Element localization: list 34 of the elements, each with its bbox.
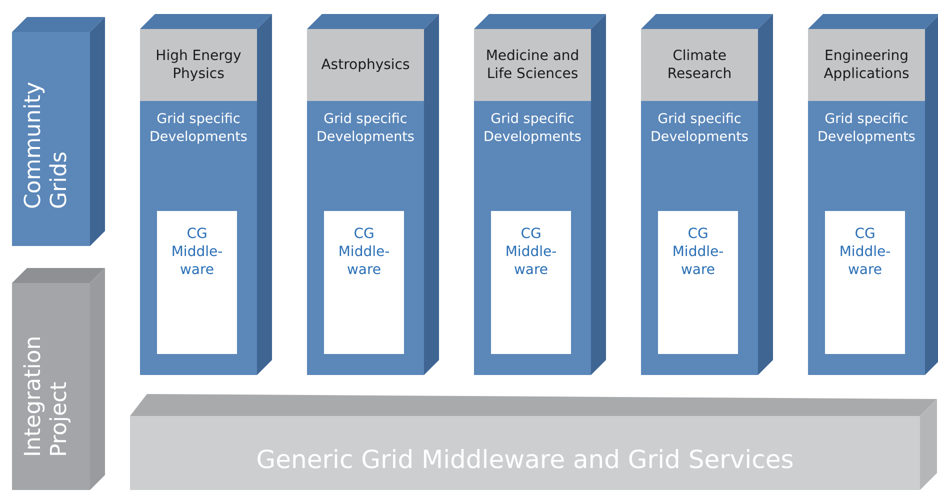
layer-title: Integration Project	[21, 334, 74, 456]
domain-title: Medicine and Life Sciences	[484, 46, 580, 84]
middleware-label: CG Middle-ware	[838, 225, 892, 280]
layer-block	[12, 32, 90, 246]
middleware-label: CG Middle-ware	[337, 225, 391, 280]
domain-title: Climate Research	[666, 46, 733, 84]
middleware-box	[491, 211, 571, 354]
layer-label: Grid specific Developments	[650, 111, 750, 146]
domain-title: Engineering Applications	[822, 46, 910, 84]
domain-header	[307, 29, 424, 101]
domain-title: Astrophysics	[320, 56, 411, 74]
middleware-box	[157, 211, 237, 354]
column-block	[474, 29, 591, 375]
middleware-label: CG Middle-ware	[170, 225, 224, 280]
domain-header	[641, 29, 758, 101]
middleware-box	[658, 211, 738, 354]
domain-header	[474, 29, 591, 101]
domain-header	[808, 29, 925, 101]
middleware-box	[324, 211, 404, 354]
domain-title: High Energy Physics	[154, 46, 242, 84]
base-layer-slab	[130, 416, 920, 490]
column-block	[307, 29, 424, 375]
middleware-label: CG Middle-ware	[504, 225, 558, 280]
domain-header	[140, 29, 257, 101]
layer-label: Grid specific Developments	[816, 111, 916, 146]
middleware-label: CG Middle-ware	[671, 225, 725, 280]
layer-label: Grid specific Developments	[482, 111, 582, 146]
column-block	[641, 29, 758, 375]
layer-title: Community Grids	[21, 80, 74, 209]
layer-block	[12, 283, 90, 490]
column-block	[140, 29, 257, 375]
middleware-box	[825, 211, 905, 354]
layer-label: Grid specific Developments	[316, 111, 416, 146]
layer-label: Grid specific Developments	[148, 111, 248, 146]
